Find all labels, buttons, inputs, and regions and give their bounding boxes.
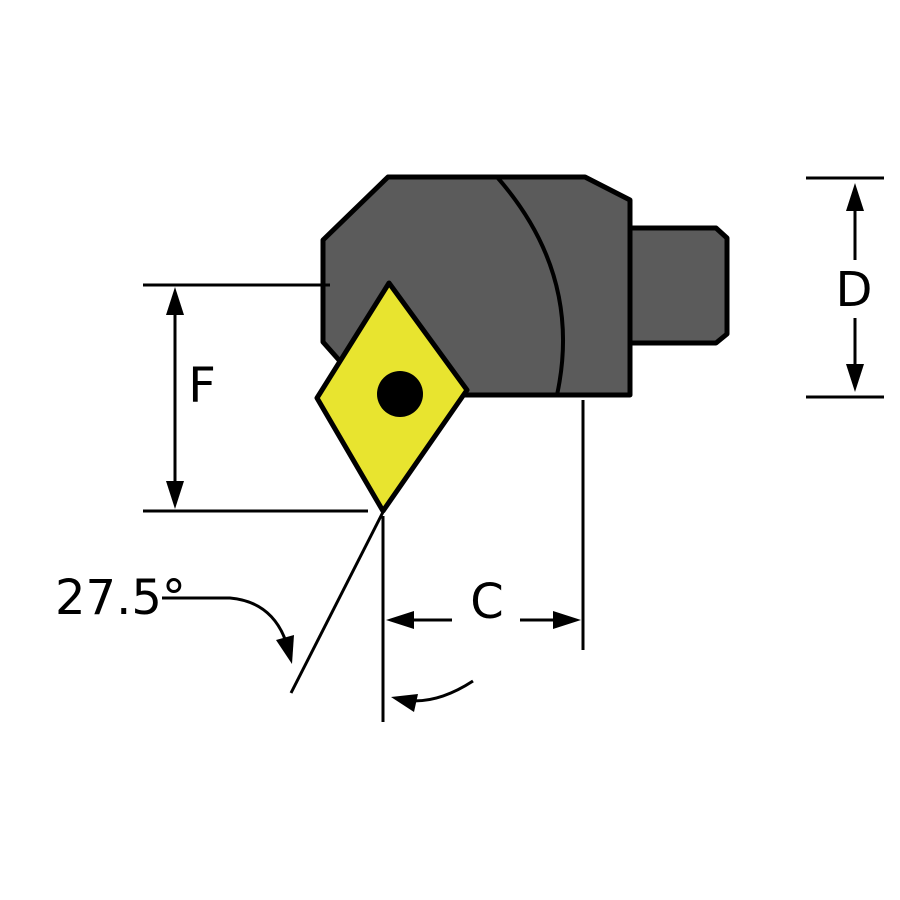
- angle-leader-arrowhead: [276, 635, 294, 664]
- angle-slant-line: [289, 511, 385, 694]
- dim-c-label: C: [470, 574, 504, 630]
- dim-d-arrow-up: [846, 183, 864, 211]
- angle-arc-arrowhead: [391, 694, 418, 712]
- insert-screw-hole: [377, 371, 423, 417]
- dim-f-arrow-up: [166, 287, 184, 315]
- dim-c-arrow-left: [386, 611, 414, 629]
- tool-shank: [627, 225, 730, 346]
- body-boss-curve: [495, 175, 565, 396]
- dim-f-arrow-down: [166, 481, 184, 509]
- dim-c-arrow-right: [553, 611, 581, 629]
- dim-f-label: F: [188, 358, 216, 414]
- dim-d-arrow-down: [846, 364, 864, 392]
- dim-d-label: D: [836, 262, 873, 318]
